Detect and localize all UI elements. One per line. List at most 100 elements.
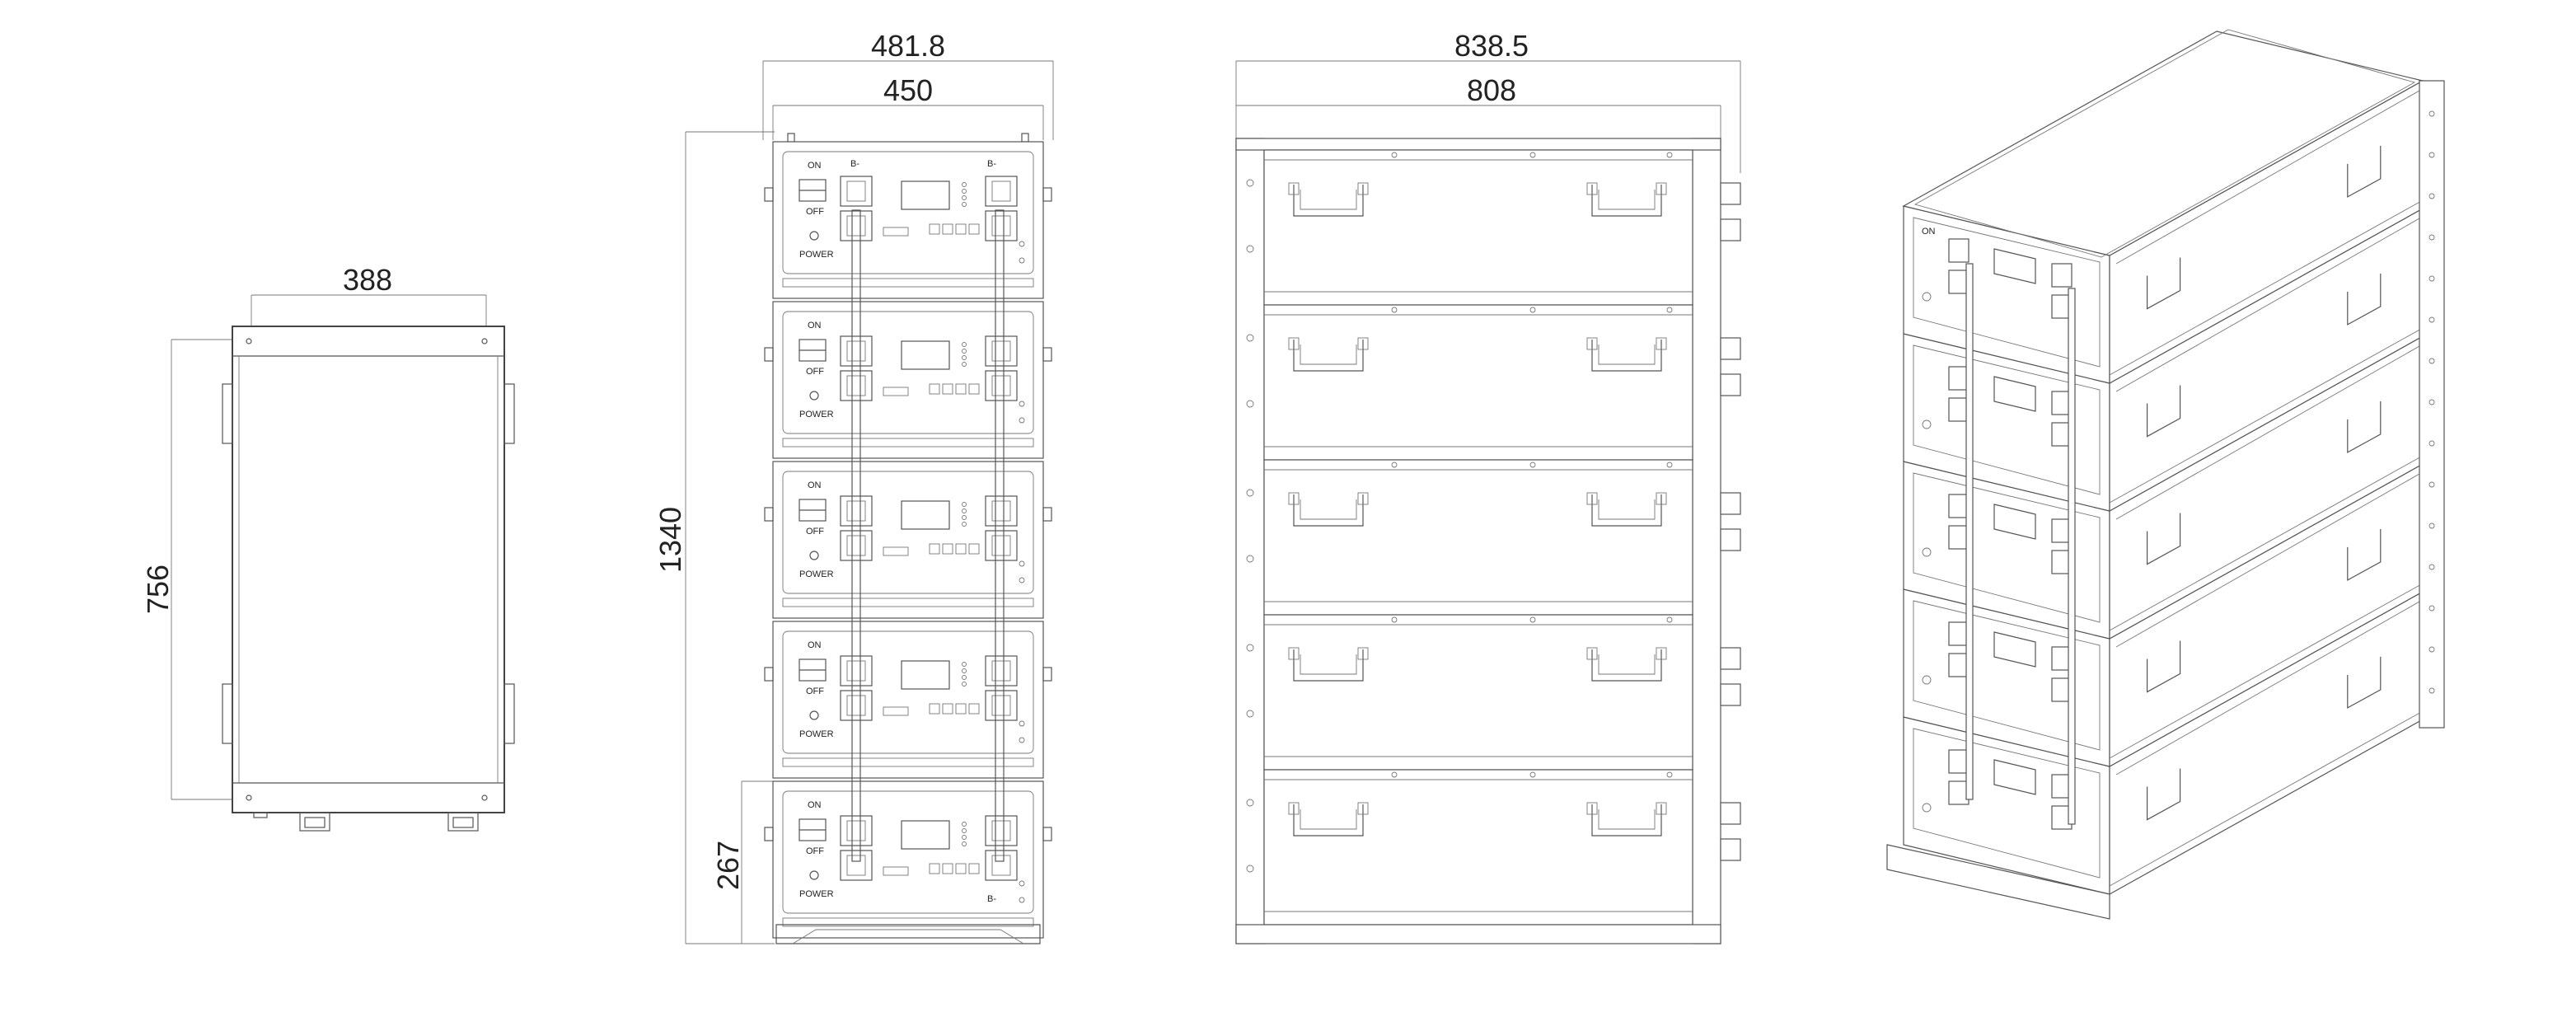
power-label: POWER: [799, 569, 834, 579]
handle-mount: [1656, 492, 1667, 505]
iso-handle-icon: [2147, 768, 2181, 821]
iso-panel: [1913, 600, 2101, 751]
iso-panel: [1913, 344, 2101, 495]
connector-inner: [846, 535, 866, 556]
back-module-body: [1263, 459, 1693, 616]
iso-side-line: [2109, 199, 2424, 376]
iso-module: [1903, 462, 2424, 768]
module-panel: [782, 471, 1034, 594]
iso-power-button: [1922, 419, 1932, 429]
handle-icon: [1293, 804, 1364, 837]
side-connector: [1720, 373, 1741, 396]
indicator-led: [962, 662, 967, 667]
iso-handle-icon: [2147, 385, 2181, 438]
handle-inner: [1300, 654, 1357, 675]
side-connector: [1720, 838, 1741, 861]
side-knob: [1042, 667, 1052, 682]
column-hole: [1246, 644, 1254, 652]
iso-side-line: [2115, 601, 2420, 776]
iso-column-hole: [2428, 316, 2435, 323]
iso-column-hole: [2428, 564, 2435, 570]
lcd-screen: [901, 660, 950, 690]
module-base-strip: [782, 917, 1034, 927]
port: [942, 223, 953, 235]
indicator-led: [962, 515, 967, 520]
connector-inner: [991, 375, 1011, 396]
indicator-led: [962, 522, 967, 527]
connector: [840, 495, 873, 527]
dip-switch: [883, 387, 909, 396]
power-label: POWER: [799, 250, 834, 260]
connector: [840, 335, 873, 367]
iso-view: ON: [1886, 29, 2445, 920]
on-label: ON: [808, 800, 822, 810]
iso-connector: [1948, 780, 1969, 805]
iso-connector: [2051, 263, 2073, 288]
iso-connector: [1948, 238, 1969, 263]
port: [968, 383, 980, 395]
front-module-height-dim: 267: [711, 841, 745, 890]
connector-inner: [991, 660, 1011, 682]
iso-lcd: [1993, 504, 2036, 540]
iso-column-hole: [2428, 193, 2435, 199]
iso-side-line: [2109, 710, 2424, 887]
port: [968, 543, 980, 555]
lcd-screen: [901, 180, 950, 210]
handle-inner: [1598, 809, 1656, 830]
handle-mount: [1288, 182, 1300, 195]
iso-panel: [1913, 472, 2101, 623]
connector-inner: [846, 695, 866, 716]
handle-mount: [1656, 802, 1667, 815]
iso-handle-icon: [2147, 513, 2181, 565]
connector: [840, 370, 873, 401]
port: [929, 383, 940, 395]
screw: [1019, 417, 1025, 424]
column-hole: [1246, 865, 1254, 873]
iso-module: [1903, 335, 2424, 640]
iso-connector: [1948, 397, 1969, 422]
connector-inner: [991, 820, 1011, 841]
back-module: [1246, 614, 1741, 771]
iso-column-hole: [2428, 481, 2435, 488]
handle-mount: [1357, 647, 1369, 660]
off-label: OFF: [806, 846, 824, 856]
back-screw: [1666, 152, 1673, 158]
bneg-label: B-: [987, 894, 996, 904]
iso-column-hole: [2428, 110, 2435, 117]
connector: [840, 690, 873, 721]
iso-column-hole: [2428, 646, 2435, 653]
screw: [1019, 577, 1025, 583]
port: [942, 703, 953, 715]
column-hole: [1246, 334, 1254, 342]
back-screw: [1391, 616, 1398, 623]
side-knob: [1042, 187, 1052, 202]
connector-inner: [846, 855, 866, 876]
dip-switch: [883, 866, 909, 876]
indicator-led: [962, 822, 967, 827]
connector: [985, 176, 1018, 207]
handle-icon: [1293, 185, 1364, 217]
power-label: POWER: [799, 410, 834, 419]
iso-handle-icon: [2347, 401, 2382, 453]
connector-inner: [846, 215, 866, 237]
iso-cable: [2068, 288, 2076, 825]
connector: [840, 176, 873, 207]
off-label: OFF: [806, 527, 824, 537]
handle-mount: [1586, 647, 1598, 660]
side-body: [232, 326, 505, 813]
off-label: OFF: [806, 687, 824, 696]
handle-icon: [1591, 185, 1662, 217]
iso-connector: [1948, 269, 1969, 294]
module-panel: [782, 630, 1034, 754]
indicator-led: [962, 828, 967, 833]
indicator-led: [962, 355, 967, 360]
back-module-body: [1263, 614, 1693, 771]
connector-inner: [846, 180, 866, 202]
connector: [985, 530, 1018, 561]
iso-column-hole: [2428, 399, 2435, 405]
connector: [840, 530, 873, 561]
iso-side-line: [2109, 583, 2424, 759]
